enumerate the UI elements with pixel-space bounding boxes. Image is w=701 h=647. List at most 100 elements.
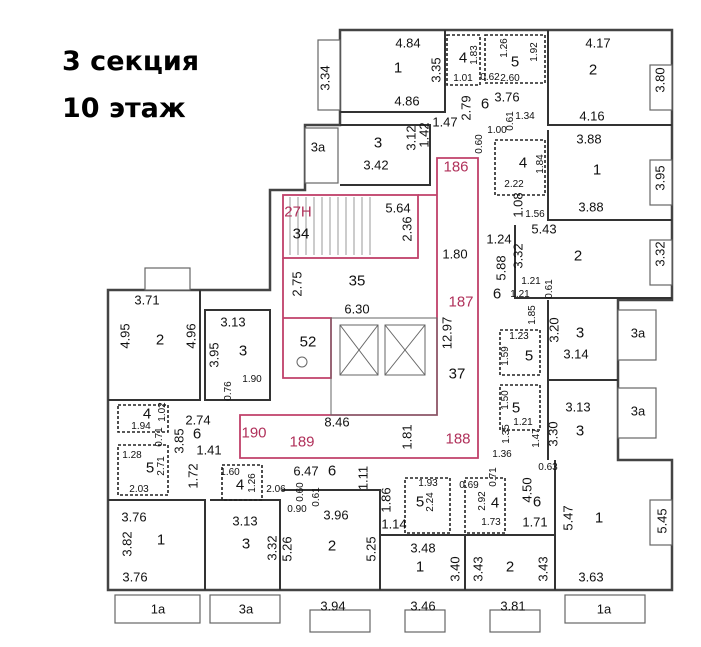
dimension-label: 2.06 — [266, 484, 286, 495]
dimension-label: 1.35 — [501, 424, 512, 444]
dimension-label: 1.34 — [515, 111, 535, 122]
dimension-label: 0.71 — [488, 467, 499, 487]
balcony-3a — [209, 594, 281, 624]
dimension-label: 3.46 — [410, 598, 436, 614]
section-title: 3 секция — [62, 46, 200, 77]
dimension-label: 1.93 — [418, 478, 438, 489]
dimension-label: 5.26 — [279, 536, 295, 562]
dimension-label: 2.74 — [185, 412, 211, 428]
dimension-label: 0.90 — [287, 504, 307, 515]
dimension-label: 0.60 — [295, 482, 306, 502]
dimension-label: 1.71 — [522, 514, 548, 530]
dimension-label: 2.36 — [399, 216, 415, 242]
balconies-and-windows — [114, 39, 673, 633]
room-number: 5 — [415, 493, 425, 511]
dimension-label: 5.43 — [531, 221, 557, 237]
stair-outline — [282, 194, 419, 259]
interior-walls — [108, 30, 672, 590]
room-number: 1 — [594, 509, 604, 527]
balcony-label: 3a — [630, 403, 646, 419]
dimension-label: 3.71 — [134, 292, 160, 308]
window — [649, 499, 673, 546]
dimension-label: 1.00 — [487, 125, 507, 136]
dimension-label: 1.84 — [535, 154, 546, 174]
room-number: 6 — [492, 285, 502, 303]
common-area-number: 188 — [445, 430, 471, 448]
room-number: 4 — [490, 494, 500, 512]
dimension-label: 1.23 — [509, 331, 529, 342]
dimension-label: 0.61 — [544, 279, 555, 299]
room-number: 4 — [458, 49, 468, 67]
dimension-label: 3.96 — [323, 507, 349, 523]
dimension-label: 4.17 — [585, 35, 611, 51]
dimension-label: 1.14 — [381, 516, 407, 532]
room-number: 5 — [511, 399, 521, 417]
dimension-label: 1.11 — [355, 465, 371, 491]
room-number: 3 — [241, 535, 251, 553]
window — [649, 159, 673, 206]
dimension-label: 1.56 — [525, 209, 545, 220]
dimension-label: 1.21 — [521, 276, 541, 287]
dimension-label: 3.13 — [565, 399, 591, 415]
dimension-label: 2.71 — [156, 456, 167, 476]
dimension-label: 2.03 — [129, 484, 149, 495]
dimension-label: 1.41 — [196, 442, 222, 458]
room-number: 2 — [573, 247, 583, 265]
dimension-label: 12.97 — [439, 316, 455, 350]
room-number: 34 — [292, 225, 310, 243]
dimension-label: 1.90 — [242, 374, 262, 385]
room-number: 3 — [238, 342, 248, 360]
room-number: 6 — [480, 95, 490, 113]
dimension-label: 3.35 — [428, 57, 444, 83]
dimension-label: 1.01 — [453, 73, 473, 84]
room-number: 6 — [192, 425, 202, 443]
dimension-label: 3.76 — [121, 509, 147, 525]
dimension-label: 1.36 — [492, 449, 512, 460]
balcony-3a — [617, 387, 657, 439]
common-area-number: 189 — [289, 433, 315, 451]
room-number: 6 — [532, 493, 542, 511]
dimension-label: 3.14 — [563, 346, 589, 362]
room-number: 6 — [327, 462, 337, 480]
dimension-label: 0.62 — [480, 72, 500, 83]
room-number: 5 — [145, 459, 155, 477]
dimension-label: 2.22 — [504, 179, 524, 190]
elevator-shafts — [296, 317, 438, 416]
balcony-label: 3a — [630, 325, 646, 341]
room-number: 52 — [299, 333, 317, 351]
window — [649, 239, 673, 286]
dimension-label: 4.84 — [395, 35, 421, 51]
dimension-label: 3.43 — [535, 556, 551, 582]
dimension-label: 1.21 — [513, 417, 533, 428]
dimension-label: 1.86 — [378, 487, 394, 513]
dimension-label: 3.95 — [652, 165, 668, 191]
dimension-label: 1.24 — [486, 231, 512, 247]
dimension-label: 1.42 — [416, 122, 432, 148]
dimension-label: 0.63 — [538, 462, 558, 473]
dimension-label: 3.63 — [578, 569, 604, 585]
dimension-label: 3.32 — [264, 535, 280, 561]
dimension-label: 1.92 — [529, 42, 540, 62]
dimension-label: 3.12 — [403, 125, 419, 151]
wet-rooms — [117, 34, 546, 534]
dimension-label: 3.13 — [220, 314, 246, 330]
room-number: 3 — [373, 134, 383, 152]
balcony-1a — [114, 594, 201, 624]
dimension-label: 3.48 — [410, 540, 436, 556]
exterior-walls — [106, 28, 674, 592]
room-number: 1 — [393, 59, 403, 77]
dimension-label: 1.72 — [185, 463, 201, 489]
dimension-label: 1.73 — [481, 517, 501, 528]
dimension-label: 3.76 — [494, 89, 520, 105]
room-number: 37 — [448, 365, 466, 383]
dimension-label: 3.13 — [232, 513, 258, 529]
balcony — [317, 39, 341, 111]
dimension-label: 3.42 — [363, 157, 389, 173]
dimension-label: 3.43 — [470, 556, 486, 582]
dimension-label: 3.82 — [119, 531, 135, 557]
dimension-label: 8.46 — [324, 414, 350, 430]
dimension-label: 3.88 — [576, 131, 602, 147]
dimension-label: 3.81 — [500, 598, 526, 614]
dimension-label: 1.02 — [157, 402, 168, 422]
